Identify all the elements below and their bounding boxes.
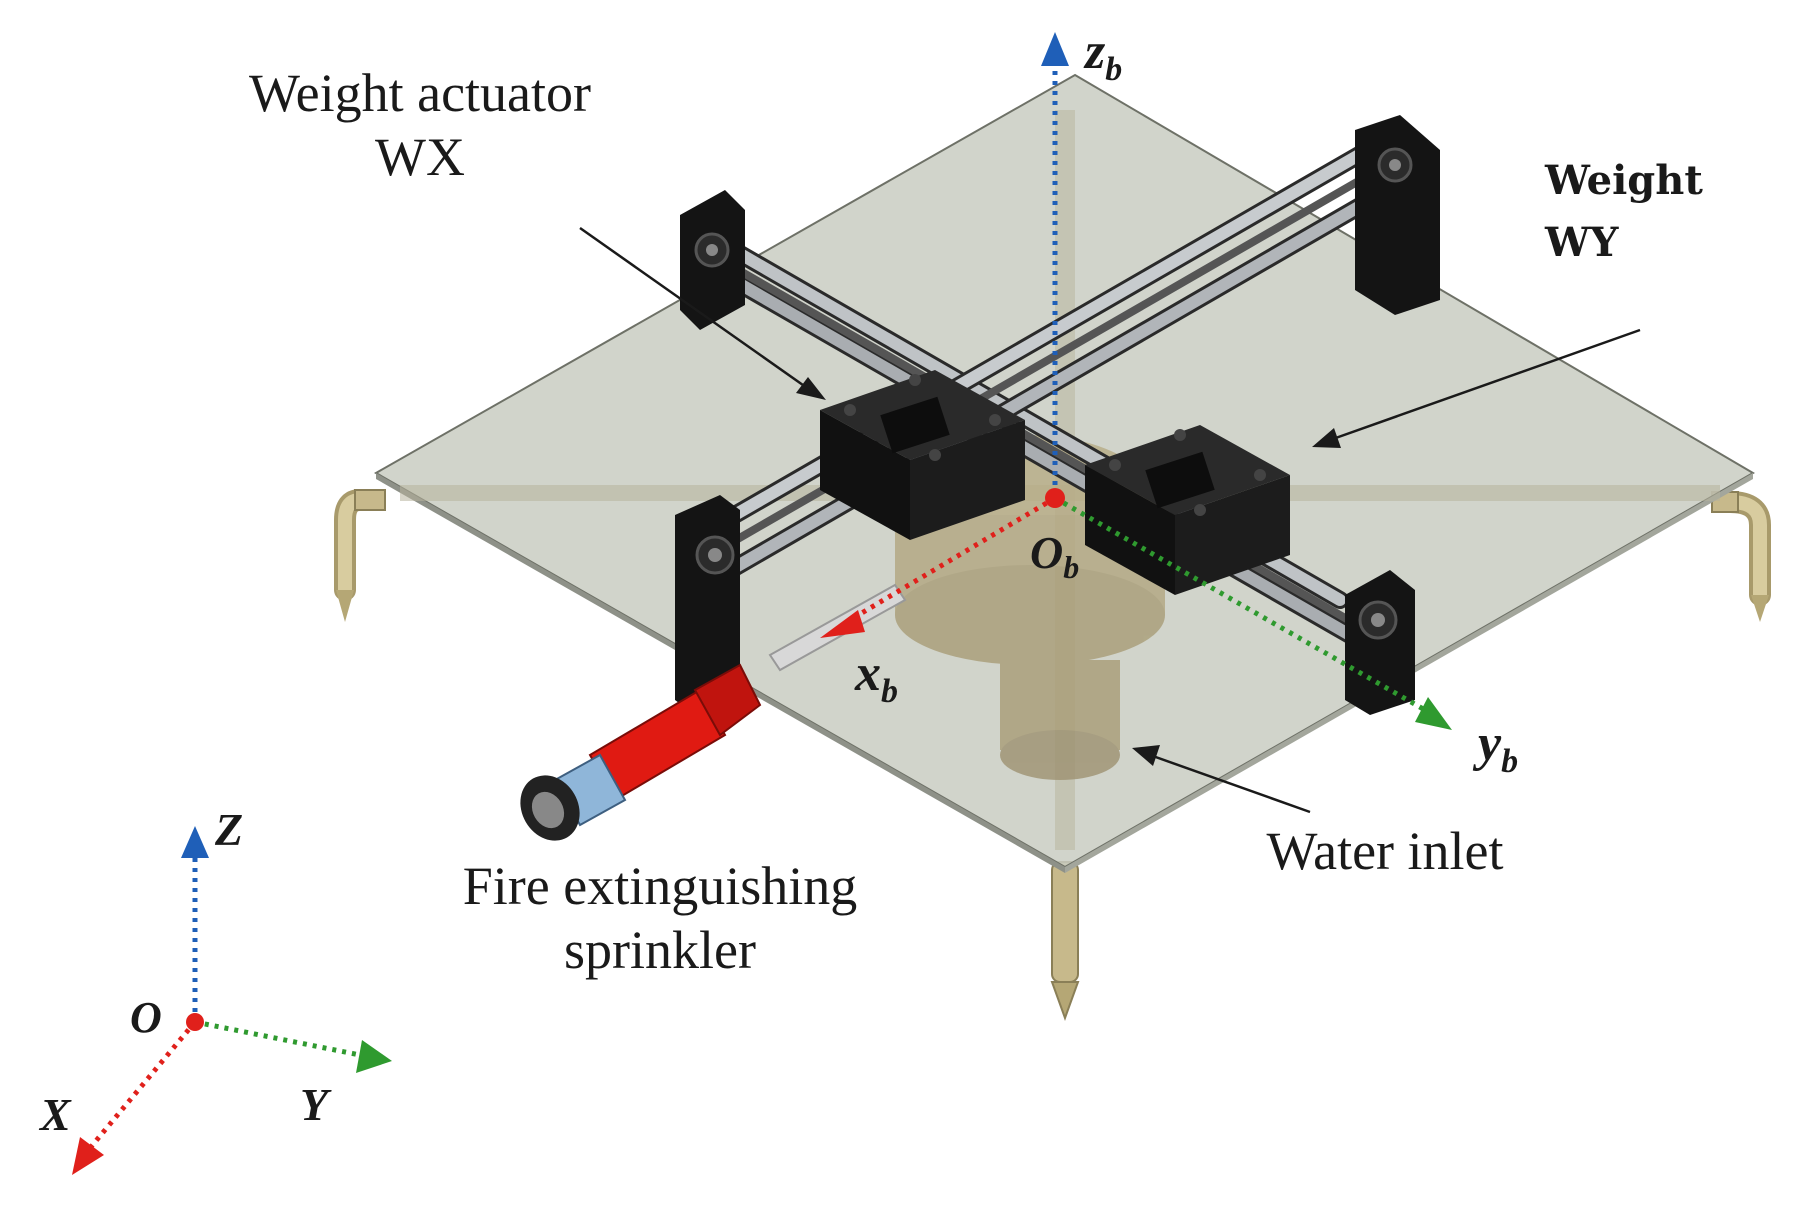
- world-y-label: Y: [300, 1079, 332, 1130]
- body-z-arrowhead: [1041, 32, 1069, 66]
- label-sprinkler-line2: sprinkler: [564, 919, 756, 980]
- label-weight-wy-line2: WY: [1545, 219, 1619, 266]
- rail-y: [691, 131, 1414, 584]
- leader-lines: [579, 226, 1641, 814]
- label-sprinkler-line1: Fire extinguishing: [462, 856, 858, 916]
- body-z-label: zb: [1083, 23, 1122, 88]
- label-weight-actuator-line2: WX: [375, 126, 465, 187]
- body-origin-label: Ob: [1030, 527, 1079, 585]
- label-weight-wy: Weight WY: [1545, 150, 1775, 274]
- leg-right: [1711, 491, 1771, 622]
- leader-wx-head: [796, 377, 826, 400]
- label-water-inlet-text: Water inlet: [1266, 821, 1504, 881]
- world-origin-dot: [186, 1013, 204, 1031]
- legs: [334, 489, 1771, 1021]
- mount-front-left: [675, 495, 740, 715]
- world-y-arrowhead: [356, 1040, 392, 1073]
- world-axes: Z Y X O: [38, 804, 392, 1175]
- mount-back-right: [1355, 115, 1440, 315]
- label-weight-wy-line1: Weight: [1545, 157, 1703, 204]
- world-z-label: Z: [214, 804, 243, 855]
- weight-block-wx: [820, 370, 1025, 540]
- world-axis-y: [194, 1019, 361, 1058]
- body-x-arrowhead: [820, 610, 865, 638]
- leader-wy-head: [1312, 428, 1341, 448]
- leader-water-inlet-head: [1132, 745, 1160, 766]
- mount-back-left: [680, 190, 745, 330]
- leader-wy: [1329, 328, 1641, 442]
- world-origin-label: O: [130, 993, 162, 1042]
- world-axis-x: [88, 1020, 197, 1150]
- world-z-arrowhead: [181, 826, 209, 858]
- body-x-label: xb: [854, 645, 898, 710]
- label-weight-actuator-line1: Weight actuator: [248, 63, 591, 123]
- leg-front: [1050, 861, 1080, 1021]
- label-water-inlet: Water inlet: [1195, 820, 1575, 884]
- weight-block-wy: [1085, 425, 1290, 595]
- world-x-arrowhead: [72, 1137, 104, 1175]
- body-origin-dot: [1045, 488, 1065, 508]
- end-mounts: [675, 115, 1440, 715]
- world-x-label: X: [38, 1089, 72, 1140]
- leader-water-inlet: [1149, 753, 1311, 814]
- label-weight-actuator: Weight actuator WX: [180, 62, 660, 189]
- body-axis-y: [1053, 495, 1427, 713]
- label-sprinkler: Fire extinguishing sprinkler: [380, 855, 940, 982]
- body-y-arrowhead: [1415, 697, 1452, 730]
- leg-left: [334, 489, 386, 622]
- body-y-label: yb: [1472, 715, 1518, 780]
- mount-front-right: [1345, 570, 1415, 715]
- leader-wx: [579, 226, 811, 392]
